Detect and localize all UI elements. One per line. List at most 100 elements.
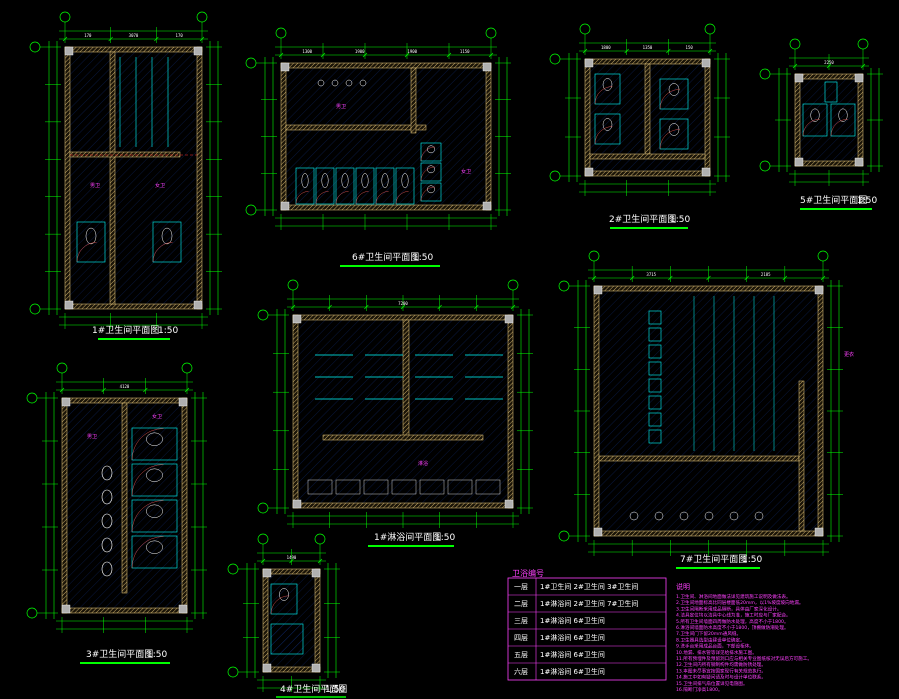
shower-tray <box>824 81 838 103</box>
scale-d1: 1:50 <box>158 326 178 336</box>
dimension-tick <box>582 48 588 54</box>
axis-bubble <box>287 279 299 291</box>
locker <box>447 479 473 495</box>
dimension-text: 1150 <box>460 49 470 54</box>
wall <box>64 303 203 310</box>
shower-cubicle <box>648 429 662 444</box>
scale-d2: 1:50 <box>413 253 433 263</box>
toilet-fixture <box>146 432 163 446</box>
toilet-stall <box>295 167 315 205</box>
dimension-text: 170 <box>84 33 92 38</box>
note-line: 11.所有预埋件及预留洞口应与相关专业图纸核对无误后方可施工。 <box>676 655 812 662</box>
wall <box>314 568 321 673</box>
note-line: 3.卫生间隔断采用成品隔断，具体由厂家深化设计。 <box>676 605 781 612</box>
dimension-text: 170 <box>176 33 184 38</box>
wall <box>857 73 864 167</box>
toilet-fixture <box>279 588 289 601</box>
notes-title: 说明 <box>676 582 690 591</box>
wall <box>584 58 711 65</box>
locker <box>419 479 445 495</box>
dimension-tick <box>792 63 798 69</box>
dimension-text: 3715 <box>646 272 656 277</box>
dimension-tick <box>327 304 332 310</box>
dimension-text: 3070 <box>129 33 139 38</box>
dimension-tick <box>289 558 294 564</box>
note-line: 13.本图未尽事宜按国家现行有关规范执行。 <box>676 667 766 674</box>
dimension-tick <box>591 275 597 281</box>
structural-column <box>193 46 203 56</box>
dimension-tick <box>290 304 296 310</box>
toilet-stall <box>131 463 178 497</box>
axis-bubble <box>227 563 239 575</box>
dimension-tick <box>400 304 406 310</box>
door-swing <box>270 595 290 615</box>
axis-bubble <box>314 533 326 545</box>
door-swing <box>830 119 848 137</box>
toilet-fixture <box>161 227 173 245</box>
dimension-text: 7200 <box>398 301 408 306</box>
dimension-tick <box>510 304 516 310</box>
wall <box>402 319 410 441</box>
wall <box>292 314 299 509</box>
floor-area <box>263 569 320 672</box>
structural-column <box>292 499 302 509</box>
axis-bubble <box>704 23 716 35</box>
note-line: 5.所有卫生间墙面四周做防水处理，高度不小于1800。 <box>676 618 789 625</box>
dimension-tick <box>59 387 65 393</box>
note-line: 6.淋浴间墙面防水高度不小于1800，顶棚做防潮处理。 <box>676 624 789 631</box>
structural-column <box>584 58 594 68</box>
dimension-text: 2250 <box>824 60 834 65</box>
toilet-stall <box>594 113 621 145</box>
general-notes: 说明 1.卫生间、淋浴间地面做法详见建筑施工说明及做法表。2.卫生间地面标高比同… <box>676 582 812 693</box>
floor-area <box>594 286 823 536</box>
dimension-tick <box>474 304 479 310</box>
legend-text: 1#淋浴间 2#卫生间 7#卫生间 <box>540 599 638 608</box>
toilet-fixture <box>146 468 163 482</box>
wall <box>593 285 824 292</box>
toilet-stall <box>420 142 442 162</box>
toilet-fixture <box>361 173 369 189</box>
room-label: 女卫 <box>155 182 165 189</box>
toilet-fixture <box>810 108 820 122</box>
legend-text: 1#淋浴间 6#卫生间 <box>540 633 605 642</box>
legend-code: 四层 <box>514 634 528 642</box>
caption-d4: 5#卫生间平面图 <box>800 194 867 206</box>
axis-bubble <box>56 362 68 374</box>
toilet-stall <box>355 167 375 205</box>
wall <box>292 314 514 321</box>
door-swing <box>76 242 97 263</box>
dimension-tick <box>317 558 323 564</box>
room-label: 淋浴 <box>418 460 428 467</box>
wall <box>61 397 68 614</box>
dimension-tick <box>362 52 368 58</box>
caption-d8: 4#卫生间平面图 <box>280 683 347 695</box>
dimension-text: 150 <box>686 45 694 50</box>
door-swing <box>355 191 369 205</box>
structural-column <box>814 527 824 537</box>
dimension-text: 1900 <box>407 49 417 54</box>
dimension-text: 1900 <box>355 49 365 54</box>
caption-d3: 2#卫生间平面图 <box>609 213 676 225</box>
shower-cubicle <box>648 361 662 376</box>
toilet-fixture <box>381 173 389 189</box>
dimension-tick <box>404 52 410 58</box>
structural-column <box>701 167 711 177</box>
sink-fixture <box>629 511 639 521</box>
wall <box>598 455 800 462</box>
axis-bubble <box>26 392 38 404</box>
toilet-fixture <box>602 78 613 91</box>
door-swing <box>315 191 329 205</box>
axis-bubble <box>588 250 600 262</box>
door-swing <box>131 536 164 569</box>
shower-cubicle <box>648 378 662 393</box>
toilet-stall <box>270 583 298 615</box>
wall <box>507 314 514 509</box>
toilet-stall <box>802 103 828 137</box>
note-line: 12.卫生间内所有钢制构件均需做防锈处理。 <box>676 661 766 668</box>
note-line: 2.卫生间地面标高比同层楼面低20mm，以1%坡度坡向地漏。 <box>676 599 804 606</box>
dimension-tick <box>820 275 826 281</box>
sink-fixture <box>317 79 325 87</box>
structural-column <box>61 397 71 407</box>
